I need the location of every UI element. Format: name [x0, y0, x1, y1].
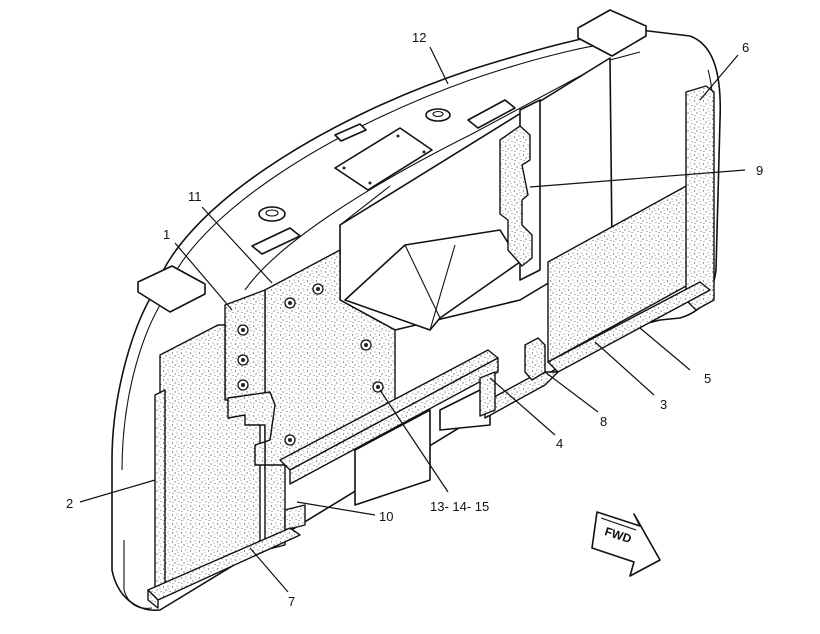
insulation-panel-9: [499, 125, 533, 267]
insulation-strip-10: [227, 391, 306, 551]
fwd-arrow-icon: FWD: [591, 511, 661, 577]
leader-5: [639, 327, 691, 371]
insulation-strip-7: [147, 527, 301, 609]
callout-9: 9: [756, 163, 763, 178]
center-duct: [344, 229, 521, 506]
leader-2: [79, 479, 156, 503]
insulation-bar-4: [279, 349, 499, 485]
leader-8: [544, 371, 599, 413]
callouts: 1 2 3 4 5 6 7 8 9 10 11 12 13- 14- 15: [66, 30, 763, 609]
leader-12: [429, 46, 449, 85]
callout-3: 3: [660, 397, 667, 412]
callout-7: 7: [288, 594, 295, 609]
callout-4: 4: [556, 436, 563, 451]
leader-lines: [79, 46, 746, 593]
leader-11: [201, 206, 273, 284]
callout-13-14-15: 13- 14- 15: [430, 499, 489, 514]
lower-block: [479, 371, 496, 417]
leader-4: [489, 377, 556, 436]
leader-7: [249, 547, 289, 593]
insulation-strip-5: [484, 281, 711, 419]
callout-2: 2: [66, 496, 73, 511]
insulation-block-8: [524, 337, 546, 381]
callout-11: 11: [188, 189, 202, 204]
callout-6: 6: [742, 40, 749, 55]
leader-6: [699, 54, 739, 101]
leader-1: [174, 242, 233, 311]
callout-8: 8: [600, 414, 607, 429]
leader-3: [594, 341, 655, 396]
leader-10: [296, 501, 376, 516]
callout-12: 12: [412, 30, 426, 45]
leader-13: [379, 389, 449, 493]
callout-5: 5: [704, 371, 711, 386]
callout-1: 1: [163, 227, 170, 242]
leader-9: [529, 169, 746, 188]
insulation-panel-11: [264, 249, 396, 471]
insulation-strip-6: [685, 85, 715, 311]
callout-10: 10: [379, 509, 393, 524]
